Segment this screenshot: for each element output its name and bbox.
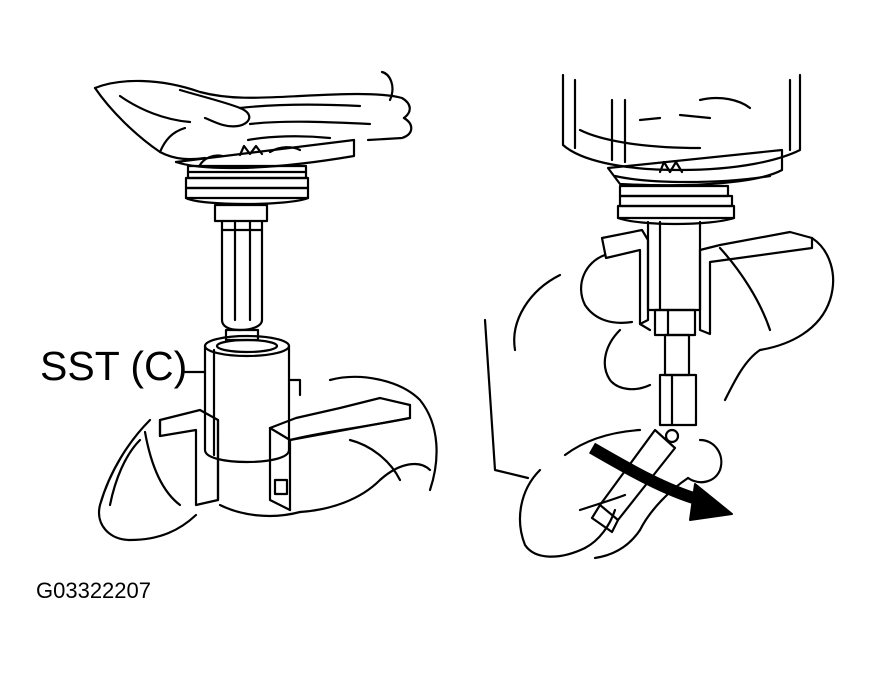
sst-c-tool	[183, 336, 300, 462]
right-shaft	[648, 222, 700, 425]
sst-c-label: SST (C)	[40, 343, 188, 389]
left-upper-hand	[95, 72, 411, 159]
right-panel	[485, 75, 833, 558]
right-collar	[608, 150, 782, 224]
right-wrench	[592, 428, 680, 532]
figure-code: G03322207	[36, 578, 151, 603]
left-vise	[160, 398, 410, 510]
left-lower-hands	[99, 377, 437, 540]
rotation-arrow-icon	[592, 448, 732, 520]
right-hands	[485, 238, 833, 558]
left-shaft	[215, 205, 267, 340]
right-motor-body	[563, 75, 800, 182]
left-panel	[95, 72, 437, 540]
right-vise	[602, 230, 812, 334]
left-collar	[176, 140, 354, 204]
